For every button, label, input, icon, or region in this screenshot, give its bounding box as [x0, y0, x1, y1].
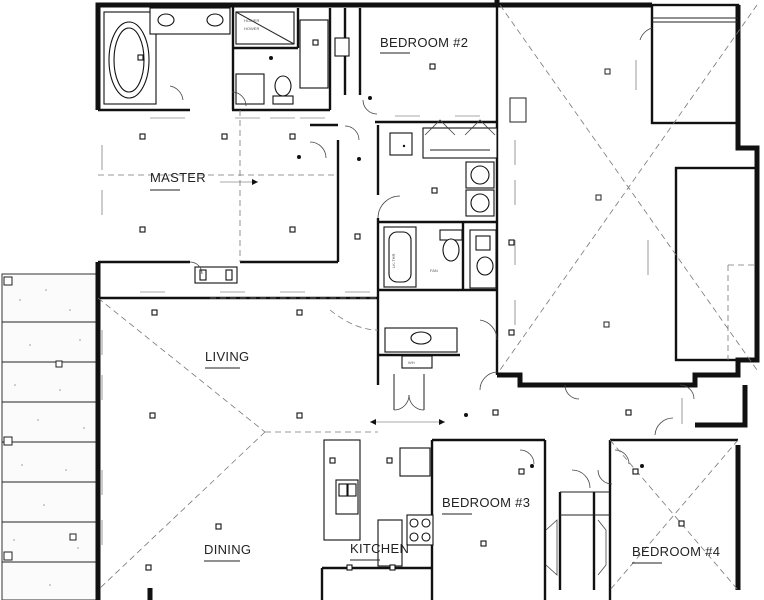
room-label-master: MASTER: [150, 170, 206, 185]
shower-note-2: HOWER: [244, 26, 259, 31]
light-fixtures: [137, 39, 685, 571]
room-label-bedroom4: BEDROOM #4: [632, 544, 720, 559]
laundry-area: [309, 141, 495, 219]
kitchen-details: [323, 439, 434, 567]
fan-note: FAN: [430, 268, 438, 273]
porch-deck: [1, 273, 99, 600]
master-bath-fixtures: HOWER HOWER: [103, 7, 350, 107]
hall-bath: LK-THR FAN WH: [383, 226, 498, 369]
room-label-bedroom3: BEDROOM #3: [442, 495, 530, 510]
room-label-bedroom2: BEDROOM #2: [380, 35, 468, 50]
room-label-dining: DINING: [204, 542, 251, 557]
interior-walls: [98, 5, 738, 600]
wh-note: WH: [408, 360, 415, 365]
hall-doors: [370, 371, 498, 425]
room-label-living: LIVING: [205, 349, 249, 364]
tub-note: LK-THR: [391, 253, 396, 268]
bedroom-closets: [519, 417, 739, 591]
room-label-kitchen: KITCHEN: [350, 541, 409, 556]
exterior-walls: [95, 0, 760, 600]
master-room-details: [98, 110, 338, 284]
bedroom2-closet: [344, 99, 498, 159]
shower-note: HOWER: [244, 18, 259, 23]
living-dining-details: [97, 297, 379, 591]
dimension-lines: [101, 60, 683, 545]
garage-area: [499, 3, 759, 400]
